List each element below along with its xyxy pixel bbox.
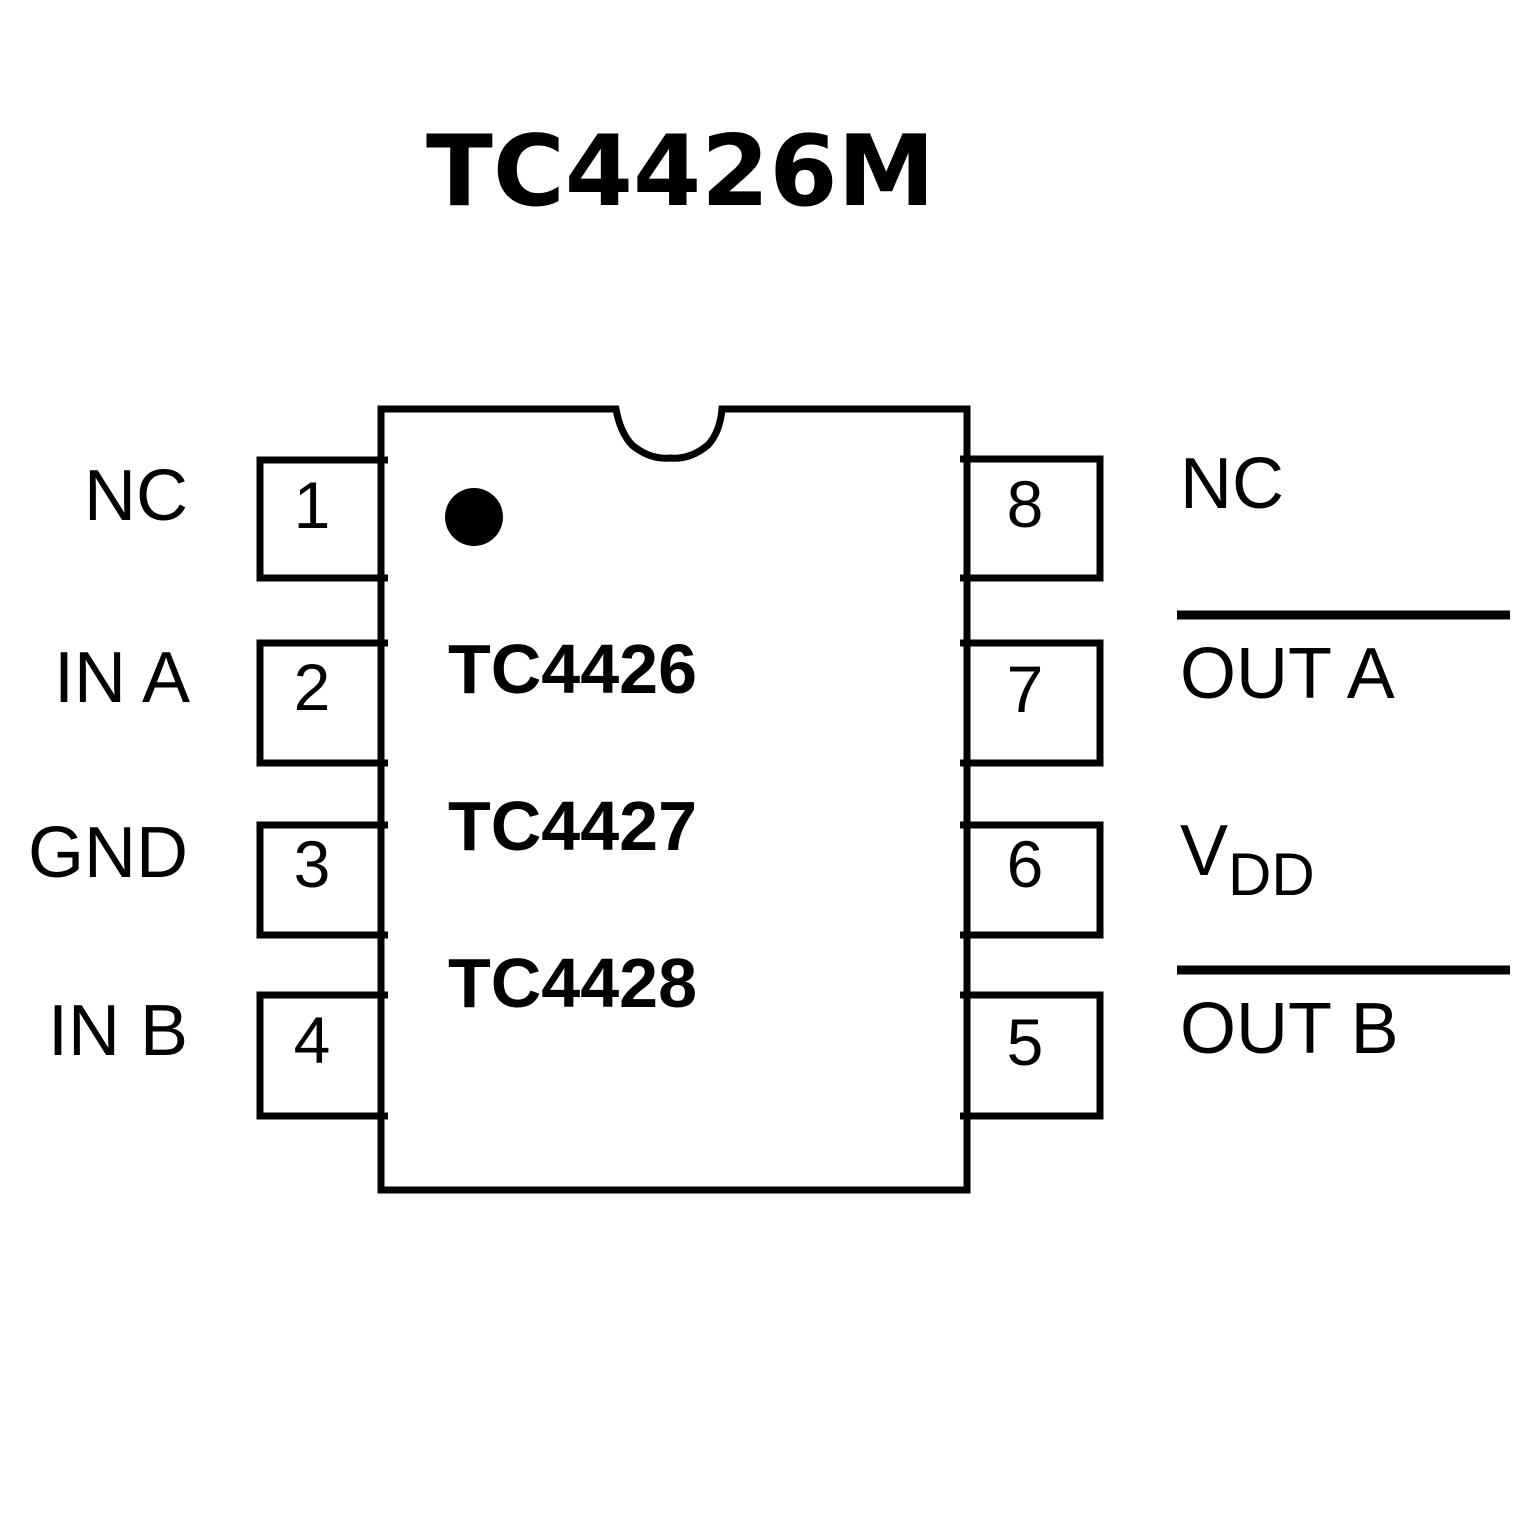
pin-label-subscript: DD xyxy=(1228,841,1315,908)
pin-box xyxy=(256,991,388,1120)
pin-box xyxy=(960,821,1104,939)
pin-box xyxy=(256,639,388,767)
pin-number: 3 xyxy=(294,827,331,901)
pin-4: 4 IN B xyxy=(48,991,388,1120)
pin-6: 6 VDD xyxy=(960,811,1315,939)
pin-number: 4 xyxy=(294,1003,331,1077)
pin-label: OUT B xyxy=(1180,989,1399,1069)
pin-1: 1 NC xyxy=(84,456,388,582)
pin-box xyxy=(960,991,1104,1120)
pin-8: 8 NC xyxy=(960,444,1284,582)
pin-label-main: V xyxy=(1180,811,1228,891)
pin-number: 5 xyxy=(1007,1005,1044,1079)
part-number: TC4428 xyxy=(448,944,697,1022)
diagram-title: TC4426M xyxy=(426,115,935,229)
pin-3: 3 GND xyxy=(28,813,388,939)
pin-2: 2 IN A xyxy=(54,638,388,767)
pin-box xyxy=(960,639,1104,767)
pin-box xyxy=(256,821,388,939)
pin-5: 5 OUT B xyxy=(960,965,1510,1120)
pin-box xyxy=(960,455,1104,582)
part-number: TC4426 xyxy=(448,630,697,708)
pin-label: IN A xyxy=(54,638,190,718)
pin-label: IN B xyxy=(48,991,188,1071)
pin-label: GND xyxy=(28,813,188,893)
pin-label: NC xyxy=(84,456,188,536)
pin-number: 2 xyxy=(294,650,331,724)
pin-label: OUT A xyxy=(1180,634,1395,714)
part-number: TC4427 xyxy=(448,787,697,865)
pin-box xyxy=(256,456,388,582)
pin-label: NC xyxy=(1180,444,1284,524)
pin-7: 7 OUT A xyxy=(960,610,1510,767)
pin-number: 7 xyxy=(1007,652,1044,726)
pin-label: VDD xyxy=(1180,811,1315,908)
pin-number: 8 xyxy=(1007,467,1044,541)
pin-number: 1 xyxy=(294,468,331,542)
pin-number: 6 xyxy=(1007,827,1044,901)
chip-body xyxy=(377,405,971,1194)
pin1-marker-dot xyxy=(445,488,503,546)
